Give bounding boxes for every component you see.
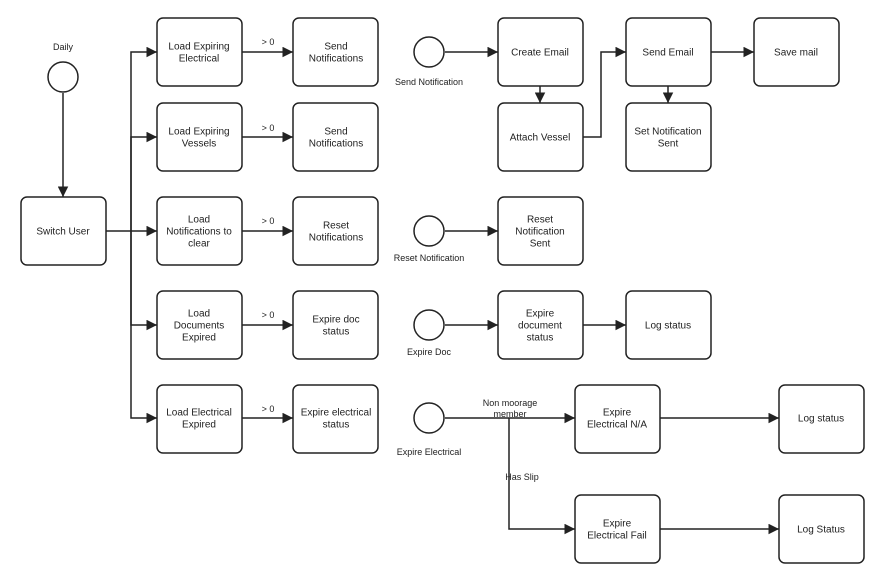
save-mail-node-label-line-1: Save mail <box>774 48 818 59</box>
send-notification-event-node <box>413 36 445 68</box>
reset-notification-sent-node-label-line-3: Sent <box>530 239 551 250</box>
send-notifications-node-1-label-line-2: Notifications <box>309 54 363 65</box>
attach-vessel-node: Attach Vessel <box>497 102 584 172</box>
expire-doc-event-node <box>413 309 445 341</box>
gt0-label-row2: > 0 <box>262 123 275 133</box>
expire-document-status-node-label-line-1: Expire <box>526 309 555 320</box>
send-notification-event-label: Send Notification <box>395 77 463 87</box>
load-electrical-expired-node-label-line-2: Expired <box>182 420 216 431</box>
has-slip-label: Has Slip <box>505 472 539 482</box>
edge-switch-to-load-electrical-expired <box>130 231 157 424</box>
switch-user-node: Switch User <box>20 196 107 266</box>
load-documents-expired-node-label-line-1: Load <box>188 309 210 320</box>
create-email-node-label-line-1: Create Email <box>511 48 569 59</box>
gt0-label-row4: > 0 <box>262 310 275 320</box>
log-status-node-3: Log Status <box>778 494 865 564</box>
edge-labels: > 0 > 0 > 0 > 0 > 0 Non moorage member H… <box>262 37 539 482</box>
log-status-node-1: Log status <box>625 290 712 360</box>
load-notifications-clear-node-label-line-3: clear <box>188 239 210 250</box>
load-notifications-clear-node-label-line-2: Notifications to <box>166 227 232 238</box>
edge-attach-vessel-to-send-email <box>583 46 626 138</box>
load-electrical-expired-node-label-line-1: Load Electrical <box>166 408 232 419</box>
expire-electrical-status-node-label-line-1: Expire electrical <box>301 408 372 419</box>
send-email-node-label-line-1: Send Email <box>642 48 693 59</box>
daily-start-node <box>47 61 79 93</box>
load-documents-expired-node-label-line-3: Expired <box>182 333 216 344</box>
load-expiring-vessels-node-label-line-1: Load Expiring <box>168 127 229 138</box>
expire-electrical-event-label: Expire Electrical <box>397 447 462 457</box>
reset-notifications-node-label-line-2: Notifications <box>309 233 363 244</box>
load-expiring-electrical-node-label-line-1: Load Expiring <box>168 42 229 53</box>
expire-doc-status-node-label-line-2: status <box>323 327 350 338</box>
expire-doc-status-node-label-line-1: Expire doc <box>312 315 359 326</box>
edge-switch-to-load-documents-expired <box>130 231 157 331</box>
expire-electrical-fail-node-label-line-1: Expire <box>603 519 632 530</box>
log-status-node-2: Log status <box>778 384 865 454</box>
edge-switch-to-load-expiring-vessels <box>130 131 157 231</box>
daily-label: Daily <box>53 42 74 52</box>
set-notification-sent-node-label-line-1: Set Notification <box>634 127 701 138</box>
send-notifications-node-1-label-line-1: Send <box>324 42 347 53</box>
edge-switch-to-load-expiring-electrical <box>130 46 157 231</box>
switch-user-node-label-line-1: Switch User <box>36 227 90 238</box>
reset-notification-event-node <box>413 215 445 247</box>
expire-doc-event-label: Expire Doc <box>407 347 452 357</box>
expire-electrical-fail-node-label-line-2: Electrical Fail <box>587 531 646 542</box>
attach-vessel-node-label-line-1: Attach Vessel <box>510 133 571 144</box>
load-documents-expired-node-label-line-2: Documents <box>174 321 225 332</box>
reset-notification-event-label: Reset Notification <box>394 253 465 263</box>
send-email-node: Send Email <box>625 17 712 87</box>
load-expiring-electrical-node-label-line-2: Electrical <box>179 54 220 65</box>
expire-electrical-event-node <box>413 402 445 434</box>
expire-electrical-na-node-label-line-1: Expire <box>603 408 632 419</box>
send-notifications-node-2-label-line-2: Notifications <box>309 139 363 150</box>
set-notification-sent-node-label-line-2: Sent <box>658 139 679 150</box>
event-nodes: Daily Send Notification Reset Notificati… <box>47 36 465 457</box>
log-status-node-3-label-line-1: Log Status <box>797 525 845 536</box>
reset-notification-sent-node-label-line-2: Notification <box>515 227 564 238</box>
create-email-node: Create Email <box>497 17 584 87</box>
expire-document-status-node-label-line-2: document <box>518 321 562 332</box>
load-notifications-clear-node-label-line-1: Load <box>188 215 210 226</box>
gt0-label-row1: > 0 <box>262 37 275 47</box>
reset-notification-sent-node-label-line-1: Reset <box>527 215 553 226</box>
send-notifications-node-2-label-line-1: Send <box>324 127 347 138</box>
non-moorage-label-line1: Non moorage <box>483 398 538 408</box>
load-expiring-vessels-node-label-line-2: Vessels <box>182 139 216 150</box>
log-status-node-2-label-line-1: Log status <box>798 414 844 425</box>
non-moorage-label-line2: member <box>493 409 526 419</box>
expire-electrical-status-node-label-line-2: status <box>323 420 350 431</box>
expire-electrical-na-node-label-line-2: Electrical N/A <box>587 420 647 431</box>
reset-notifications-node-label-line-1: Reset <box>323 221 349 232</box>
expire-document-status-node-label-line-3: status <box>527 333 554 344</box>
gt0-label-row3: > 0 <box>262 216 275 226</box>
edge-expire-electrical-to-expire-fail <box>508 418 575 535</box>
save-mail-node: Save mail <box>753 17 840 87</box>
log-status-node-1-label-line-1: Log status <box>645 321 691 332</box>
gt0-label-row5: > 0 <box>262 404 275 414</box>
edges <box>57 46 779 535</box>
